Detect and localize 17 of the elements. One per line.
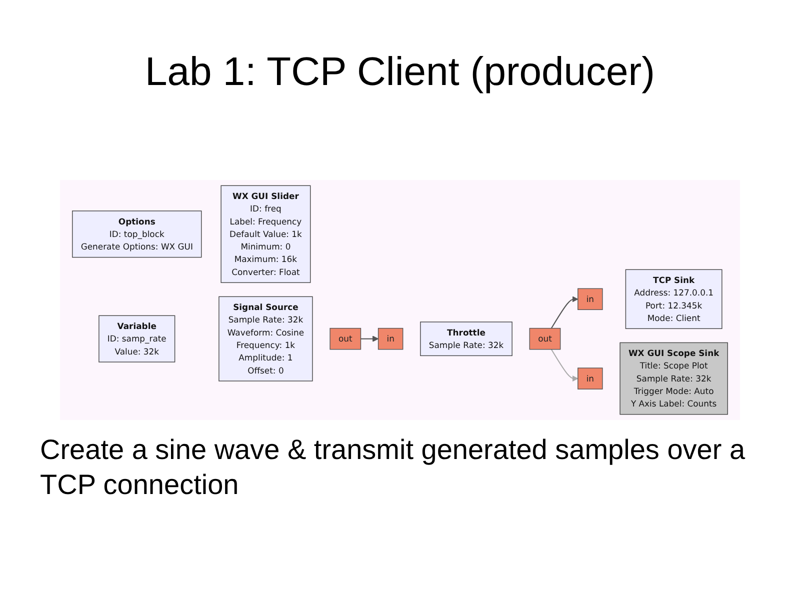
slide-title: Lab 1: TCP Client (producer) [144, 50, 656, 95]
arrow [550, 349, 578, 382]
node-box: Signal Source Sample Rate: 32k Waveform: Cosine Frequency: 1k Amplitude: 1 Offset: 0 [218, 296, 313, 382]
node-box: TCP Sink Address: 127.0.0.1 Port: 12.345k Mode: Client [625, 269, 722, 329]
node-box: WX GUI Scope Sink Title: Scope Plot Sample Rate: 32k Trigger Mode: Auto Y Axis Label: Counts [620, 342, 728, 415]
node-box: in [378, 328, 404, 350]
node-box: in [578, 368, 603, 390]
node-box: Variable ID: samp_rate Value: 32k [98, 315, 176, 362]
caption: Create a sine wave & transmit generated samples over a TCP connection [40, 433, 746, 502]
node-box: Throttle Sample Rate: 32k [420, 322, 512, 356]
node-box: Options ID: top_block Generate Options: WX GUI [72, 210, 202, 258]
arrow [360, 336, 379, 342]
node-box: out [529, 328, 561, 350]
arrow [550, 296, 578, 329]
node-box: out [330, 328, 362, 350]
node-box: WX GUI Slider ID: freq Label: Frequency Default Value: 1k Minimum: 0 Maximum: 16k Converter: Float [220, 185, 311, 283]
node-box: in [578, 288, 603, 310]
